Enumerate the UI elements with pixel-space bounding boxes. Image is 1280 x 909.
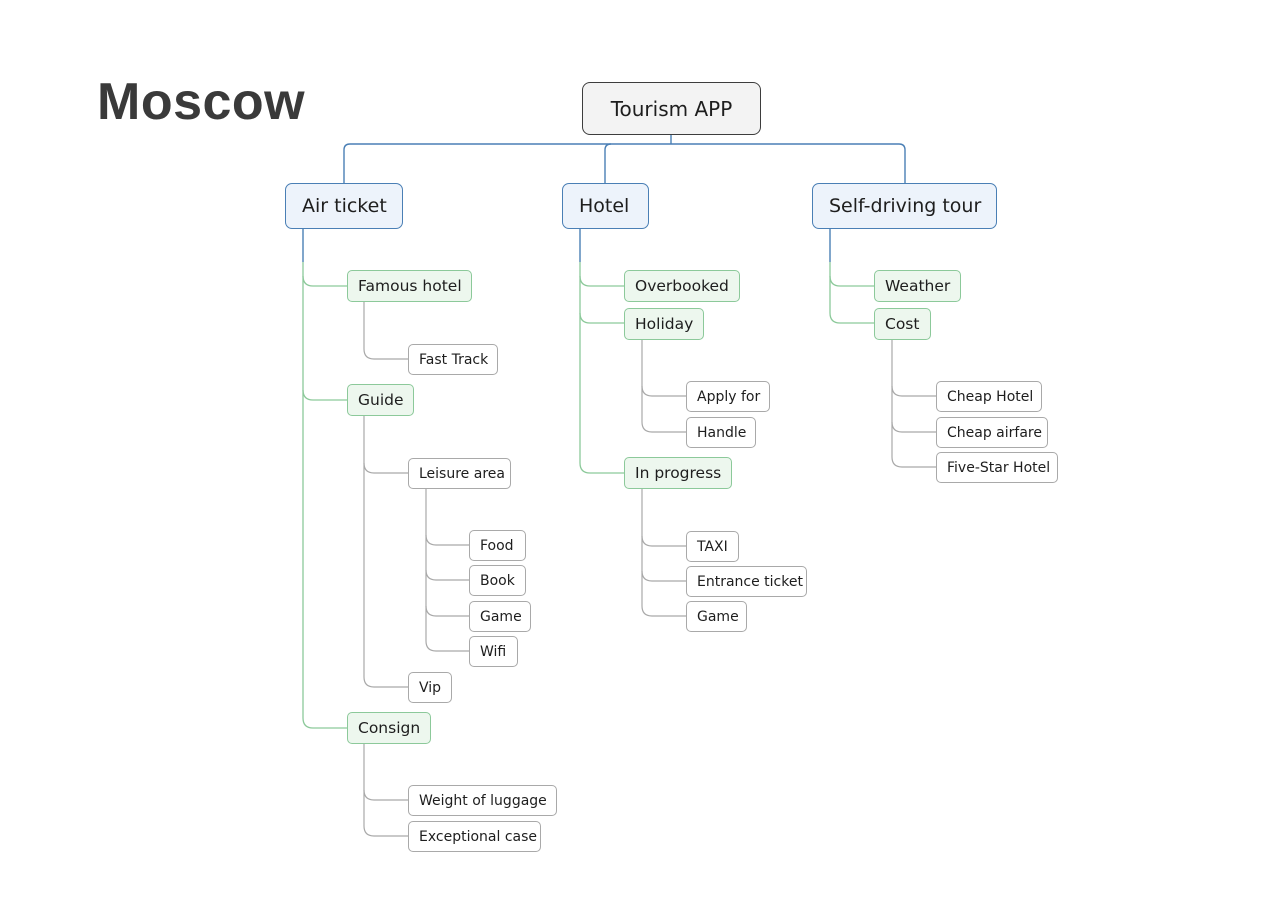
leaf-hotel-game[interactable]: Game bbox=[686, 601, 747, 632]
leaf-vip[interactable]: Vip bbox=[408, 672, 452, 703]
leaf-wifi[interactable]: Wifi bbox=[469, 636, 518, 667]
leaf-food[interactable]: Food bbox=[469, 530, 526, 561]
category-hotel[interactable]: Hotel bbox=[562, 183, 649, 229]
subtopic-guide[interactable]: Guide bbox=[347, 384, 414, 416]
leaf-cheap-hotel[interactable]: Cheap Hotel bbox=[936, 381, 1042, 412]
leaf-handle[interactable]: Handle bbox=[686, 417, 756, 448]
leaf-leisure-area[interactable]: Leisure area bbox=[408, 458, 511, 489]
category-air-ticket[interactable]: Air ticket bbox=[285, 183, 403, 229]
page-title: Moscow bbox=[97, 73, 306, 131]
leaf-book[interactable]: Book bbox=[469, 565, 526, 596]
leaf-apply-for[interactable]: Apply for bbox=[686, 381, 770, 412]
leaf-fast-track[interactable]: Fast Track bbox=[408, 344, 498, 375]
subtopic-consign[interactable]: Consign bbox=[347, 712, 431, 744]
leaf-entrance-ticket[interactable]: Entrance ticket bbox=[686, 566, 807, 597]
root-node[interactable]: Tourism APP bbox=[582, 82, 761, 135]
subtopic-in-progress[interactable]: In progress bbox=[624, 457, 732, 489]
category-self-driving-tour[interactable]: Self-driving tour bbox=[812, 183, 997, 229]
subtopic-holiday[interactable]: Holiday bbox=[624, 308, 704, 340]
leaf-five-star-hotel[interactable]: Five-Star Hotel bbox=[936, 452, 1058, 483]
leaf-exceptional-case[interactable]: Exceptional case bbox=[408, 821, 541, 852]
leaf-taxi[interactable]: TAXI bbox=[686, 531, 739, 562]
subtopic-weather[interactable]: Weather bbox=[874, 270, 961, 302]
subtopic-overbooked[interactable]: Overbooked bbox=[624, 270, 740, 302]
subtopic-cost[interactable]: Cost bbox=[874, 308, 931, 340]
leaf-game[interactable]: Game bbox=[469, 601, 531, 632]
leaf-weight-of-luggage[interactable]: Weight of luggage bbox=[408, 785, 557, 816]
subtopic-famous-hotel[interactable]: Famous hotel bbox=[347, 270, 472, 302]
leaf-cheap-airfare[interactable]: Cheap airfare bbox=[936, 417, 1048, 448]
